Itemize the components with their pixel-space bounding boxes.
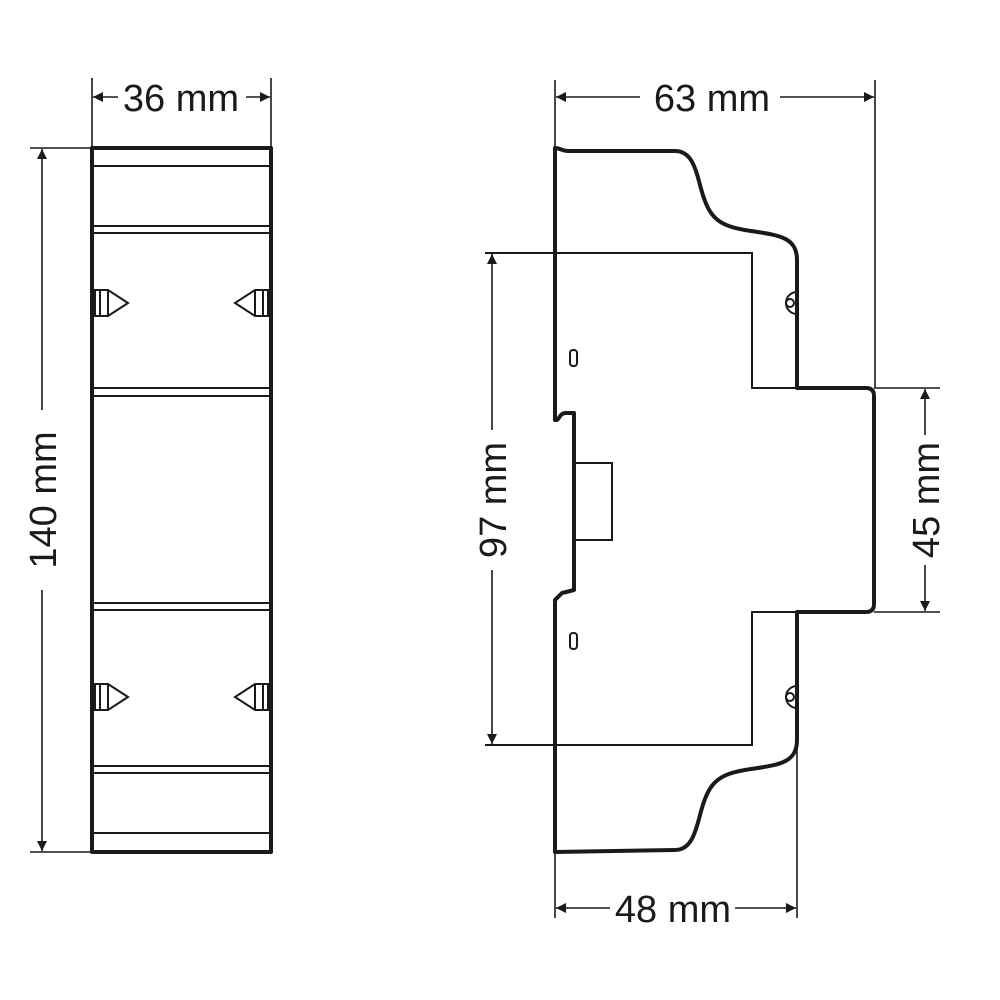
side-view bbox=[485, 146, 876, 854]
front-section-label: 45 mm bbox=[906, 442, 948, 558]
clip-icon bbox=[94, 289, 269, 711]
depth-dimension: 63 mm bbox=[554, 78, 876, 388]
front-housing-outline bbox=[90, 146, 273, 854]
front-view bbox=[90, 146, 273, 854]
din-rail-outline bbox=[485, 252, 797, 746]
width-label: 36 mm bbox=[123, 78, 239, 120]
screw-icon bbox=[785, 291, 798, 709]
height-dimension: 140 mm bbox=[23, 147, 92, 853]
rail-height-label: 97 mm bbox=[473, 442, 515, 558]
depth-label: 63 mm bbox=[654, 78, 770, 120]
rail-latch bbox=[574, 462, 613, 541]
rail-height-dimension: 97 mm bbox=[473, 254, 515, 744]
base-depth-label: 48 mm bbox=[615, 889, 731, 931]
slot-icon bbox=[569, 632, 578, 650]
side-housing-outline bbox=[553, 146, 876, 854]
front-panel-lines bbox=[92, 165, 271, 834]
slot-icon bbox=[569, 349, 578, 367]
height-label: 140 mm bbox=[23, 431, 65, 568]
base-depth-dimension: 48 mm bbox=[554, 612, 798, 931]
front-section-dimension: 45 mm bbox=[874, 387, 948, 613]
width-dimension: 36 mm bbox=[91, 78, 272, 148]
